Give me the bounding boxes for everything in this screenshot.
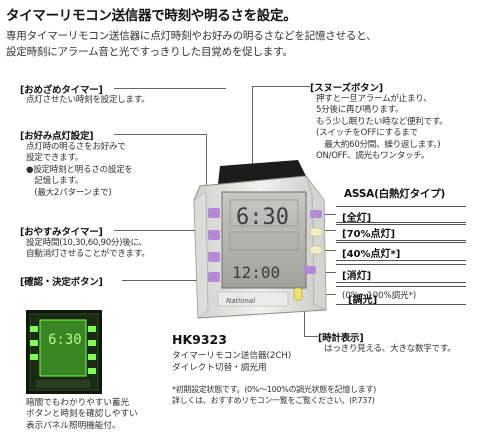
desc-line: 5分後に再び鳴ります。 xyxy=(316,105,404,116)
desc-line: 点灯時の明るさをお好みで xyxy=(26,142,126,152)
model-desc-line: タイマーリモコン送信器(2CH) xyxy=(172,351,292,361)
btn-label-40: [40%点灯*] xyxy=(336,242,466,261)
leader-40 xyxy=(318,250,336,251)
desc-clock-display: はっきり見える、大きな数字です。 xyxy=(324,344,456,354)
glow-lcd-time: 6:30 xyxy=(48,332,82,348)
desc-line: 最大約60分間、繰り返します。) xyxy=(316,139,441,150)
leader-clock xyxy=(304,336,318,337)
desc-line: 設定できます。 xyxy=(26,153,84,164)
leader-full xyxy=(320,214,336,215)
intro-line-2: 設定時刻にアラーム音と光ですっきりした目覚めを促します。 xyxy=(6,46,293,58)
label-dimming-main: [調光] xyxy=(348,295,378,306)
label-wake-timer: [おめざめタイマー] xyxy=(20,85,103,96)
desc-line: (最大2パターンまで) xyxy=(26,187,112,198)
leader-70 xyxy=(320,230,336,231)
desc-snooze: 押すと一旦アラームが止まり、 5分後に再び鳴ります。 もう少し眠りたい時など便利… xyxy=(316,94,448,162)
label-full-light: [全灯] xyxy=(342,213,372,224)
remote-control-illustration: 6:30 12:00 National xyxy=(193,160,327,319)
leader-favorite xyxy=(114,134,206,135)
leader-snooze xyxy=(252,86,310,87)
model-name: HK9323 xyxy=(172,332,227,347)
caption-line: ボタンと時刻を確認しやすい xyxy=(26,409,138,420)
brand-logo: National xyxy=(226,297,255,305)
desc-wake-timer: 点灯させたい時刻を設定します。 xyxy=(26,95,150,106)
btn-label-70: [70%点灯] xyxy=(336,222,466,241)
model-desc-line: ダイレクト切替・調光用 xyxy=(172,363,267,373)
label-off: [消灯] xyxy=(342,271,372,282)
desc-line: 記憶します。 xyxy=(26,176,84,187)
btn-label-off: [消灯] xyxy=(336,264,466,283)
btn-label-full: [全灯] xyxy=(336,206,466,225)
leader-sleep xyxy=(114,230,206,231)
leader-clock-v xyxy=(304,290,305,336)
label-70-light: [70%点灯] xyxy=(342,229,396,240)
desc-line: ON/OFF、調光もワンタッチ。 xyxy=(316,151,430,162)
glow-caption: 暗闇でもわかりやすい蓄光 ボタンと時刻を確認しやすい 表示パネル照明機能付。 xyxy=(26,398,138,432)
label-clock-display: [時計表示] xyxy=(318,333,364,344)
desc-sleep-timer: 設定時間(10,30,60,90分)後に、 自動消灯させることができます。 xyxy=(26,238,150,261)
model-description: タイマーリモコン送信器(2CH) ダイレクト切替・調光用 xyxy=(172,350,291,374)
label-favorite-light: [お好み点灯設定] xyxy=(20,131,94,142)
lcd-time: 6:30 xyxy=(236,205,289,230)
page-headline: タイマーリモコン送信器で時刻や明るさを設定。 xyxy=(6,8,297,24)
desc-line: 押すと一旦アラームが止まり、 xyxy=(316,94,432,104)
leader-snooze-v xyxy=(252,86,253,168)
desc-line: 点灯させたい時刻を設定します。 xyxy=(26,95,150,105)
label-sleep-timer: [おやすみタイマー] xyxy=(20,227,103,238)
lcd-small-time: 12:00 xyxy=(232,263,280,282)
desc-line: もう少し眠りたい時など便利です。 xyxy=(316,116,448,127)
leader-confirm xyxy=(122,280,206,281)
desc-line: (スイッチをOFFにするまで xyxy=(316,128,418,139)
label-40-light: [40%点灯*] xyxy=(342,249,401,260)
leader-wake xyxy=(114,88,226,89)
footnote: *初期設定状態です。(0%～100%の調光状態を記憶します) 詳しくは、おすすめ… xyxy=(172,384,376,406)
label-snooze: [スヌーズボタン] xyxy=(310,83,383,94)
desc-line: ●設定時刻と明るさの設定を xyxy=(26,164,133,175)
footnote-line: 詳しくは、おすすめリモコン一覧をご覧ください。(P.737) xyxy=(172,396,375,405)
caption-line: 表示パネル照明機能付。 xyxy=(26,420,121,431)
desc-line: 設定時間(10,30,60,90分)後に、 xyxy=(26,238,147,248)
desc-favorite-light: 点灯時の明るさをお好みで 設定できます。 ●設定時刻と明るさの設定を 記憶します… xyxy=(26,142,133,199)
label-dimming: [調光] (0%～100%調光*) xyxy=(342,289,417,306)
label-assa: ASSA(白熱灯タイプ) xyxy=(344,188,446,200)
footnote-line: *初期設定状態です。(0%～100%の調光状態を記憶します) xyxy=(172,385,377,394)
label-dimming-sub: (0%～100%調光*) xyxy=(342,291,417,301)
caption-line: 暗闇でもわかりやすい蓄光 xyxy=(26,398,130,408)
leader-favorite-v xyxy=(206,134,207,214)
desc-line: 自動消灯させることができます。 xyxy=(26,249,150,260)
intro-text: 専用タイマーリモコン送信器に点灯時刻やお好みの明るさなどを記憶させると、 設定時… xyxy=(6,28,377,60)
label-confirm-button: [確認・決定ボタン] xyxy=(20,277,103,288)
btn-label-dim: [調光] (0%～100%調光*) xyxy=(336,286,466,306)
glow-remote-illustration: 6:30 xyxy=(26,310,102,394)
intro-line-1: 専用タイマーリモコン送信器に点灯時刻やお好みの明るさなどを記憶させると、 xyxy=(6,30,377,42)
